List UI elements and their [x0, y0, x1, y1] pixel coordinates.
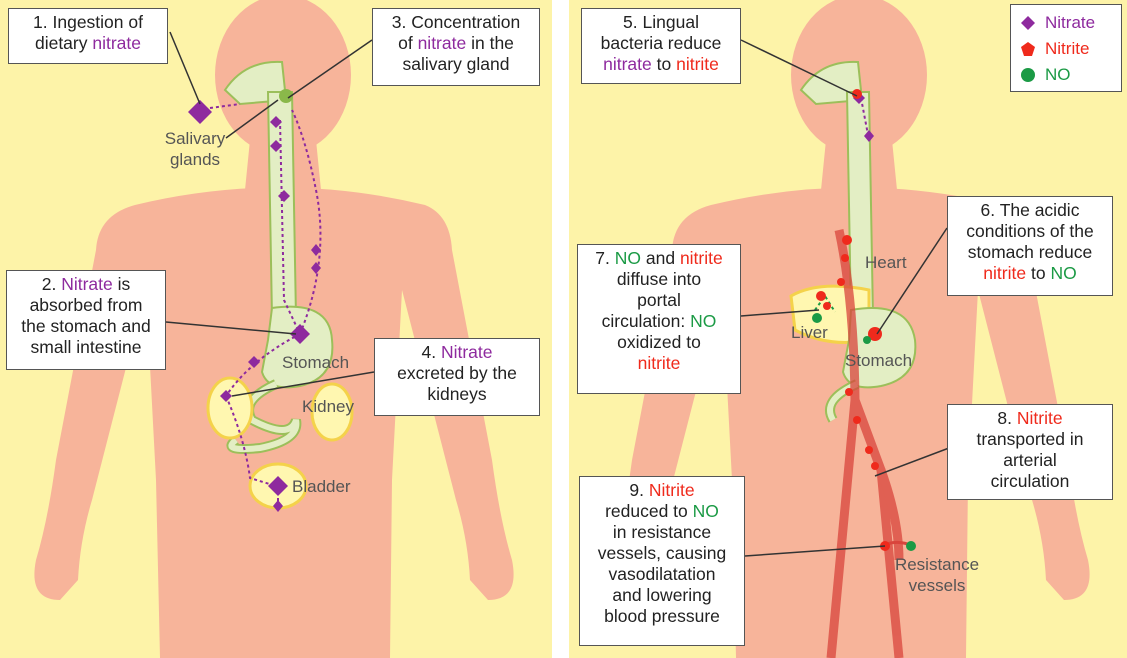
step-3-concentration-box: 3. Concentration of nitrate in the saliv…: [372, 8, 540, 86]
right-callout-lines: [740, 39, 950, 557]
step-1-number: 1.: [33, 12, 48, 32]
step-4-text-2: kidneys: [427, 384, 487, 404]
step-7-text-1: diffuse into: [616, 269, 702, 289]
nitrate-markers: [188, 100, 321, 512]
step-7-number: 7.: [595, 248, 610, 268]
step-7-no-2: NO: [690, 311, 717, 331]
step-7-no: NO: [614, 248, 641, 268]
step-3-text-3: in the: [471, 33, 514, 53]
step-9-text-2: in resistance: [612, 522, 712, 542]
step-5-lingual-box: 5. Lingual bacteria reduce nitrate to ni…: [581, 8, 741, 84]
step-2-text-1: is: [117, 274, 131, 294]
liver-label: Liver: [791, 323, 828, 342]
step-3-text-4: salivary gland: [402, 54, 510, 74]
step-2-number: 2.: [41, 274, 57, 294]
step-6-number: 6.: [980, 200, 996, 220]
step-5-number: 5.: [623, 12, 638, 32]
step-1-text-1: Ingestion of: [52, 12, 143, 32]
step-3-nitrate: nitrate: [417, 33, 467, 53]
resistance-label-1: Resistance: [894, 555, 980, 574]
legend-row-no: NO: [1017, 62, 1115, 88]
step-7-and: and: [645, 248, 676, 268]
resistance-label-2: vessels: [908, 576, 966, 595]
step-7-text-2: portal: [637, 290, 681, 310]
salivary-glands-label: Salivary glands: [150, 128, 240, 170]
step-9-text-4: vasodilatation: [608, 564, 716, 584]
step-6-nitrite: nitrite: [983, 263, 1027, 283]
right-panel: Nitrate Nitrite NO 5. Lingual bacteria r…: [569, 0, 1127, 658]
legend-no-label: NO: [1045, 65, 1071, 84]
step-2-absorption-box: 2. Nitrate is absorbed from the stomach …: [6, 270, 166, 370]
nitrate-pathway: [209, 103, 322, 505]
step-4-nitrate: Nitrate: [440, 342, 493, 362]
step-1-text-2: dietary: [34, 33, 88, 53]
step-9-text-5: and lowering: [612, 585, 712, 605]
step-2-nitrate: Nitrate: [61, 274, 113, 294]
step-9-number: 9.: [629, 480, 645, 500]
salivary-label-2: glands: [169, 150, 221, 169]
stomach-label: Stomach: [282, 353, 350, 372]
arterial-vessels: [826, 229, 904, 658]
step-1-nitrate: nitrate: [92, 33, 142, 53]
step-4-number: 4.: [421, 342, 437, 362]
step-5-to: to: [656, 54, 672, 74]
circle-icon: [1017, 67, 1039, 83]
step-8-nitrite: Nitrite: [1016, 408, 1063, 428]
step-6-text-3: stomach reduce: [967, 242, 1093, 262]
diamond-icon: [1017, 15, 1039, 31]
step-5-nitrate: nitrate: [603, 54, 652, 74]
step-9-no: NO: [692, 501, 719, 521]
bladder-label: Bladder: [292, 477, 351, 496]
step-9-text-6: blood pressure: [604, 606, 720, 626]
step-5-text-2: bacteria reduce: [600, 33, 722, 53]
step-5-nitrite: nitrite: [676, 54, 719, 74]
step-6-text-2: conditions of the: [966, 221, 1094, 241]
step-7-nitrite-2: nitrite: [637, 353, 681, 373]
resistance-vessels-label: Resistance vessels: [887, 554, 987, 596]
step-8-arterial-box: 8. Nitrite transported in arterial circu…: [947, 404, 1113, 500]
kidney-label: Kidney: [302, 397, 354, 416]
step-4-text-1: excreted by the: [397, 363, 517, 383]
step-8-text-2: arterial: [1003, 450, 1057, 470]
step-5-text-1: Lingual: [642, 12, 699, 32]
step-9-text-3: vessels, causing: [597, 543, 727, 563]
step-8-number: 8.: [997, 408, 1013, 428]
step-8-text-1: transported in: [976, 429, 1084, 449]
legend-nitrite-label: Nitrite: [1045, 39, 1090, 58]
left-callout-lines: [165, 31, 375, 397]
step-9-text-1: reduced to: [605, 501, 688, 521]
step-3-number: 3.: [391, 12, 407, 32]
step-7-text-3: circulation:: [601, 311, 686, 331]
step-3-text-2: of: [398, 33, 413, 53]
step-6-acidic-box: 6. The acidic conditions of the stomach …: [947, 196, 1113, 296]
step-9-resistance-box: 9. Nitrite reduced to NO in resistance v…: [579, 476, 745, 646]
step-3-text-1: Concentration: [411, 12, 521, 32]
legend-row-nitrite: Nitrite: [1017, 36, 1115, 62]
step-2-text-2: absorbed from: [29, 295, 143, 315]
step-1-ingestion-box: 1. Ingestion of dietary nitrate: [8, 8, 168, 64]
salivary-label-1: Salivary: [164, 129, 226, 148]
step-9-nitrite: Nitrite: [648, 480, 695, 500]
step-6-text-1: The acidic: [999, 200, 1080, 220]
kidneys: [206, 376, 354, 442]
legend-nitrate-label: Nitrate: [1045, 13, 1096, 32]
step-4-excretion-box: 4. Nitrate excreted by the kidneys: [374, 338, 540, 416]
step-6-no: NO: [1050, 263, 1077, 283]
left-panel: 1. Ingestion of dietary nitrate 3. Conce…: [0, 0, 552, 658]
step-7-portal-box: 7. NO and nitrite diffuse into portal ci…: [577, 244, 741, 394]
step-6-to: to: [1030, 263, 1046, 283]
step-7-text-4: oxidized to: [617, 332, 701, 352]
molecule-markers-right: [812, 89, 916, 551]
step-2-text-4: small intestine: [30, 337, 142, 357]
step-8-text-3: circulation: [990, 471, 1070, 491]
heart-label: Heart: [865, 253, 907, 272]
stomach-label-right: Stomach: [845, 351, 913, 370]
legend-row-nitrate: Nitrate: [1017, 10, 1115, 36]
step-2-text-3: the stomach and: [21, 316, 151, 336]
pentagon-icon: [1017, 41, 1039, 57]
legend: Nitrate Nitrite NO: [1010, 4, 1122, 92]
lingual-pathway: [860, 97, 870, 141]
step-7-nitrite: nitrite: [679, 248, 723, 268]
